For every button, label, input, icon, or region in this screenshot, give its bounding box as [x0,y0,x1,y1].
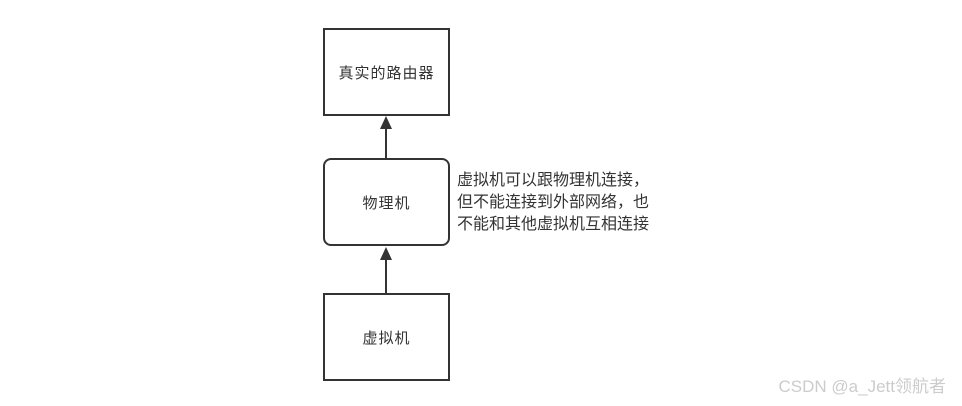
annotation-line: 虚拟机可以跟物理机连接， [457,172,650,189]
annotation-line: 但不能连接到外部网络，也 [457,194,650,211]
node-virtual-machine: 虚拟机 [323,293,450,381]
node-physical-machine-label: 物理机 [362,194,411,212]
arrow-physical-to-router [385,127,387,158]
node-real-router: 真实的路由器 [323,28,450,116]
arrowhead-up-icon [380,116,392,129]
annotation-line: 不能和其他虚拟机互相连接 [457,216,650,233]
csdn-watermark: CSDN @a_Jett领航者 [778,377,946,396]
node-physical-machine: 物理机 [323,158,450,246]
node-real-router-label: 真实的路由器 [338,64,435,82]
node-virtual-machine-label: 虚拟机 [362,329,411,347]
annotation-text: 虚拟机可以跟物理机连接， 但不能连接到外部网络，也 不能和其他虚拟机互相连接 [457,170,649,236]
arrow-vm-to-physical [385,258,387,293]
arrowhead-up-icon [380,247,392,260]
